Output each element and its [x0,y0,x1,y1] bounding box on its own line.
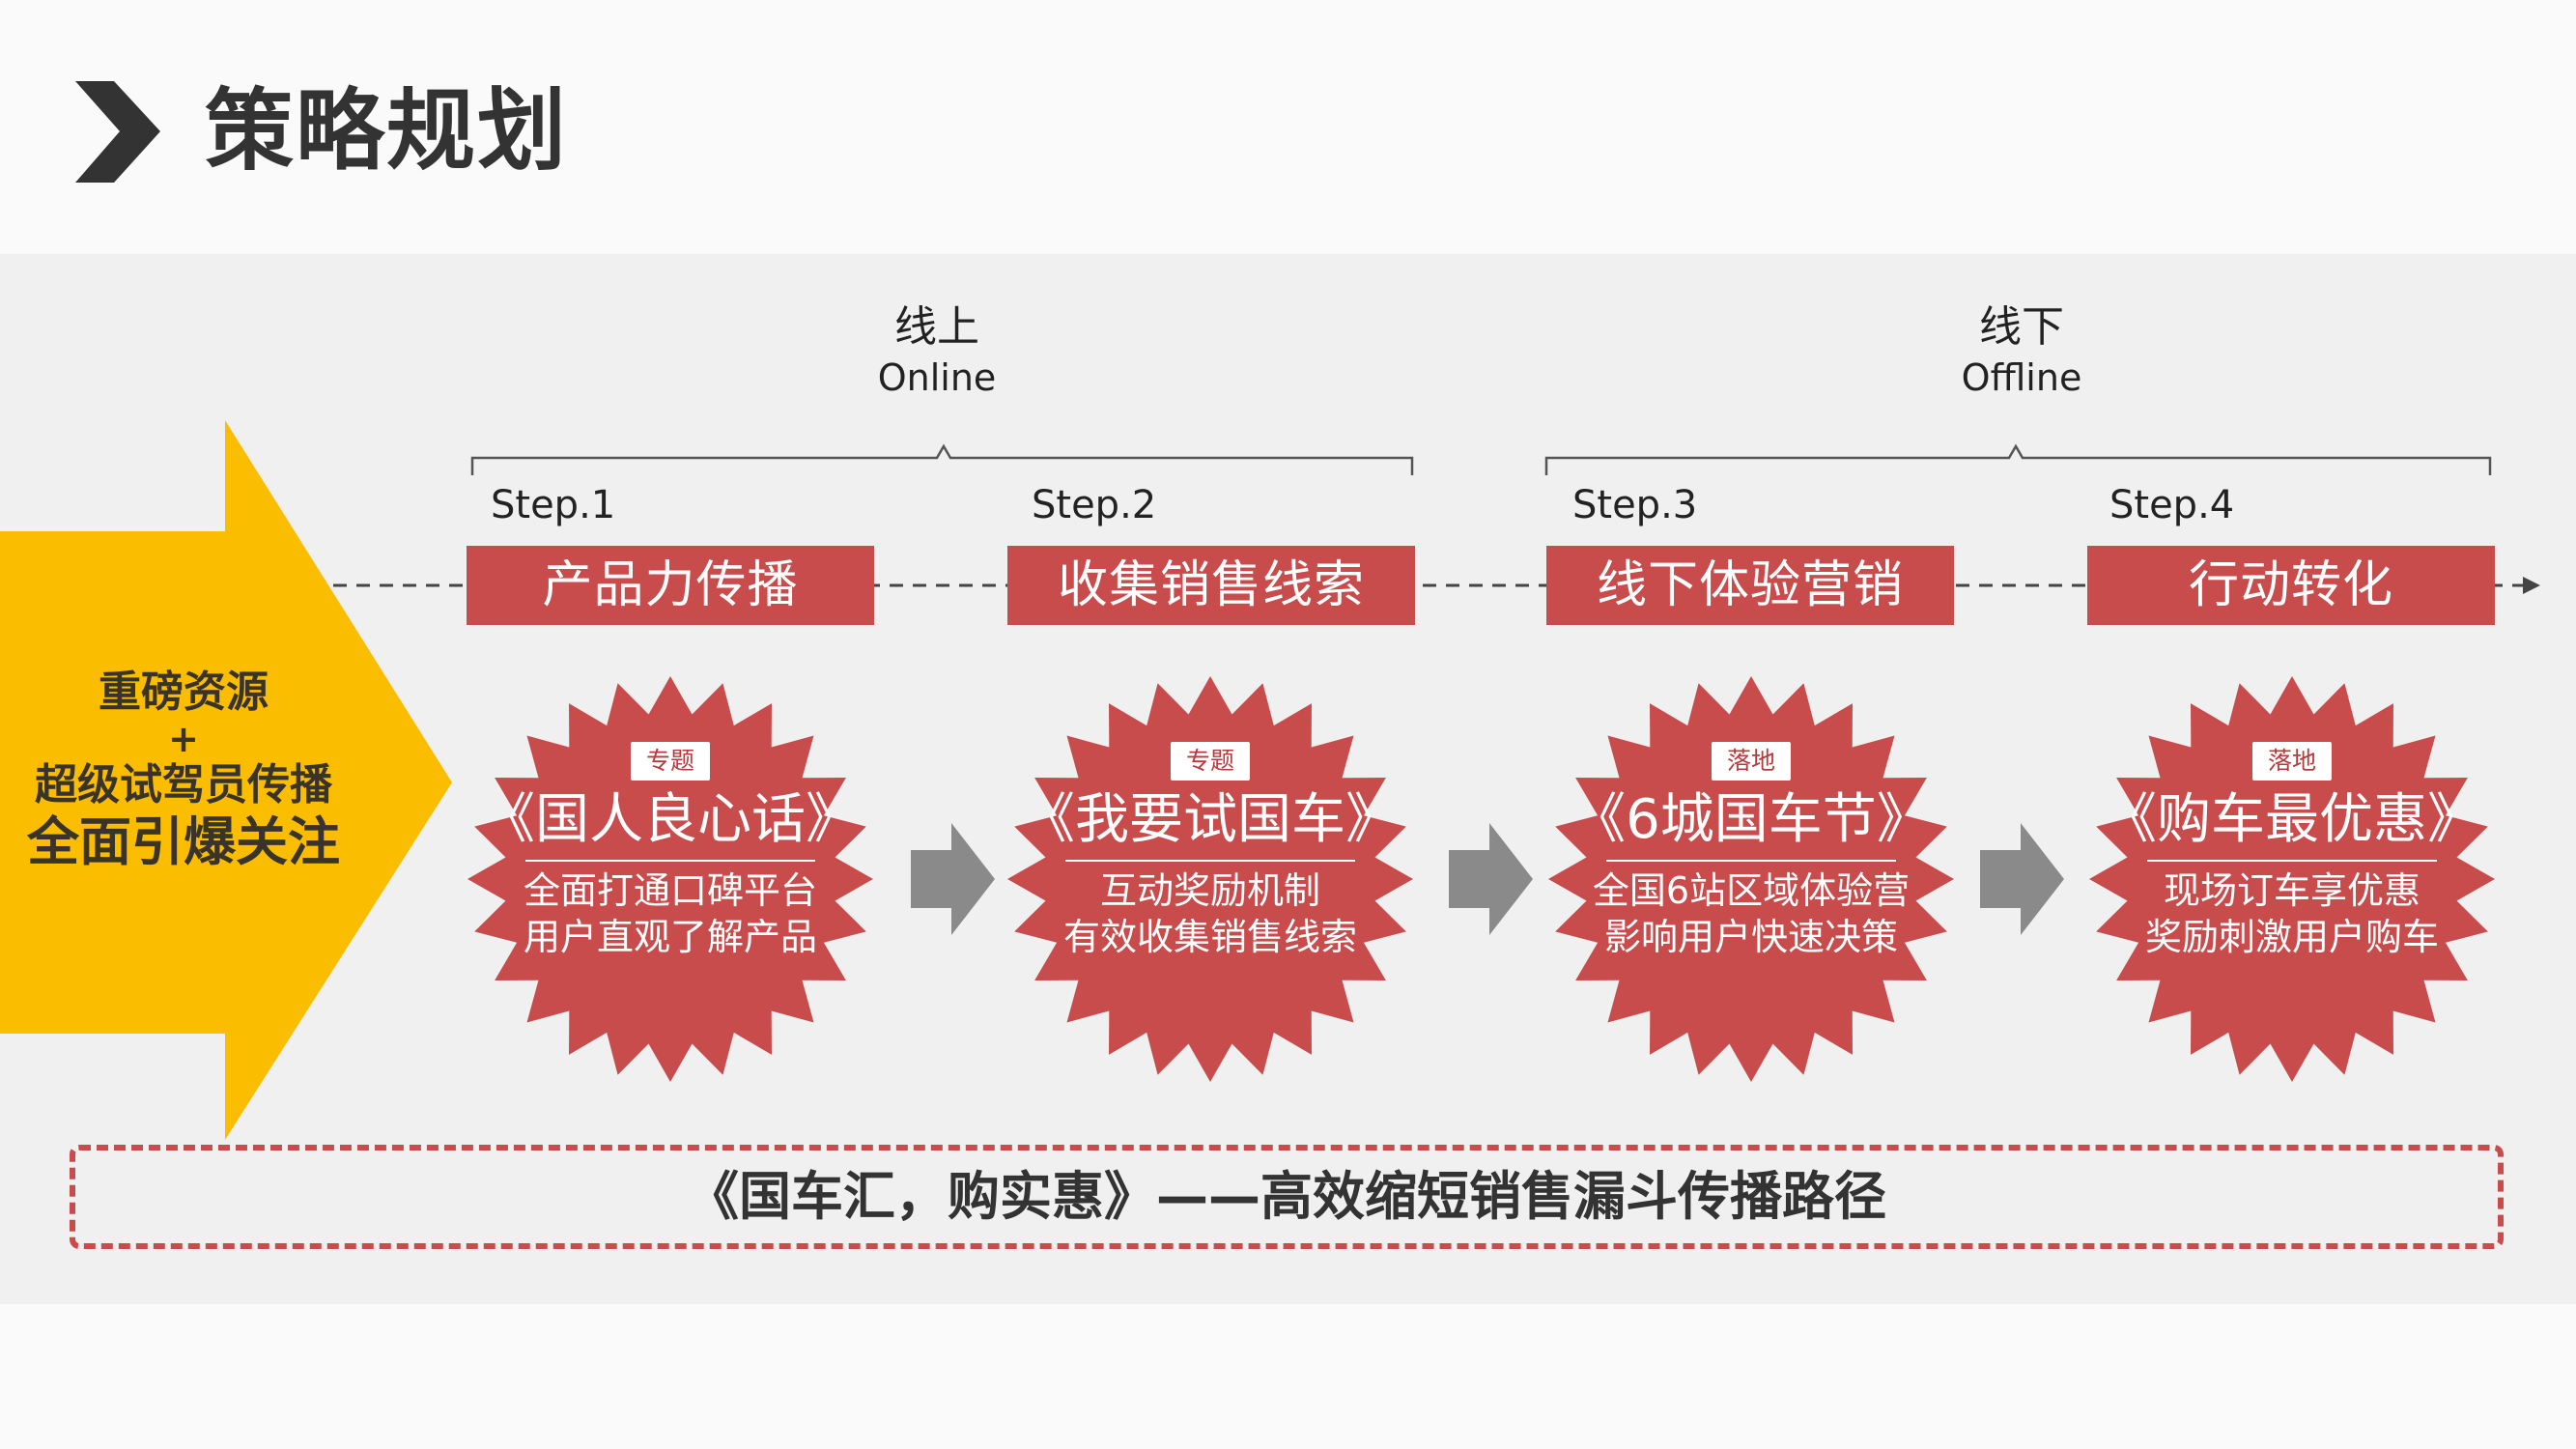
summary-dashed-box [70,1145,2504,1249]
step-box-1: 产品力传播 [467,546,874,625]
offline-bracket [1544,443,2492,475]
resource-line-3: 超级试驾员传播 [35,760,332,810]
badge-divider [2147,860,2437,862]
phase-offline: 线下 Offline [1877,301,2166,402]
badge-headline: 《国人良心话》 [481,788,860,851]
step-box-4: 行动转化 [2087,546,2495,625]
badge-1: 专题 《国人良心话》 全面打通口碑平台 用户直观了解产品 [481,742,860,960]
step-label-1: Step.1 [491,483,616,527]
badge-tag: 专题 [1170,742,1250,781]
grey-arrow-1 [911,823,995,935]
badge-desc-line-1: 全面打通口碑平台 [523,869,817,912]
phase-online-en: Online [877,356,997,399]
badge-tag: 落地 [1711,742,1791,781]
step-label-2: Step.2 [1032,483,1157,527]
resource-line-2: + [168,718,199,760]
starburst-1 [467,676,873,1082]
badge-desc-line-1: 互动奖励机制 [1099,869,1320,912]
badge-desc-line-2: 奖励刺激用户购车 [2144,916,2439,958]
resource-line-4: 全面引爆关注 [27,811,340,872]
starburst-3 [1548,676,1954,1082]
summary-text: 《国车汇，购实惠》——高效缩短销售漏斗传播路径 [687,1166,1886,1227]
timeline-arrowhead [2523,577,2540,594]
badge-3: 落地 《6城国车节》 全国6站区域体验营 影响用户快速决策 [1571,742,1931,960]
badge-desc-line-1: 全国6站区域体验营 [1592,869,1911,912]
grey-arrow-3 [1980,823,2064,935]
resource-arrow-text: 重磅资源 + 超级试驾员传播 全面引爆关注 [0,667,367,873]
badge-divider [1606,860,1896,862]
step-label-3: Step.3 [1572,483,1698,527]
resource-arrow-shape [0,420,452,1140]
badge-desc-line-2: 用户直观了解产品 [523,916,817,958]
starburst-2 [1007,676,1413,1082]
grey-arrow-2 [1449,823,1533,935]
step-box-3: 线下体验营销 [1546,546,1954,625]
badge-desc-line-2: 有效收集销售线索 [1062,916,1357,958]
badge-headline: 《购车最优惠》 [2103,788,2481,851]
online-bracket [470,443,1414,475]
step-label-4: Step.4 [2109,483,2235,527]
page-title: 策略规划 [205,79,569,183]
badge-tag: 专题 [630,742,710,781]
badge-headline: 《6城国车节》 [1571,788,1931,851]
chevron-right-icon [75,81,160,183]
badge-divider [525,860,815,862]
step-box-2: 收集销售线索 [1007,546,1415,625]
resource-line-1: 重磅资源 [99,668,269,717]
badge-desc-line-2: 影响用户快速决策 [1603,916,1898,958]
phase-online-cn: 线上 [894,302,979,352]
phase-offline-cn: 线下 [1979,302,2064,352]
badge-headline: 《我要试国车》 [1021,788,1400,851]
phase-online: 线上 Online [792,301,1082,402]
starburst-4 [2089,676,2495,1082]
phase-offline-en: Offline [1961,356,2082,399]
badge-4: 落地 《购车最优惠》 现场订车享优惠 奖励刺激用户购车 [2103,742,2481,960]
badge-divider [1065,860,1355,862]
badge-tag: 落地 [2251,742,2332,781]
badge-desc-line-1: 现场订车享优惠 [2163,869,2420,912]
badge-2: 专题 《我要试国车》 互动奖励机制 有效收集销售线索 [1021,742,1400,960]
